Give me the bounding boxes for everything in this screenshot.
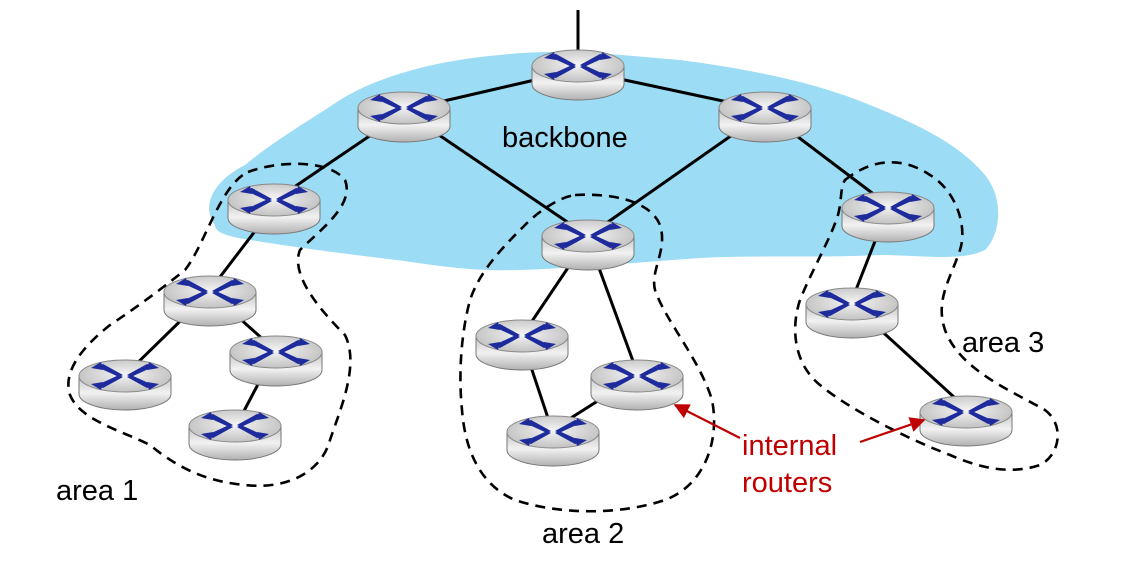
router-icon [541,219,635,271]
area-2-label: area 2 [542,518,624,550]
internal-routers-label-line2: routers [742,467,832,499]
router-icon [718,91,812,143]
backbone-label: backbone [502,122,628,154]
arrow-to-area2-router [673,404,741,439]
router-icon [841,191,935,243]
router-icon [590,359,684,411]
router-icon [227,183,321,235]
area-3-label: area 3 [962,327,1044,359]
router-icon [805,287,899,339]
router-icon [475,319,569,371]
area-1-label: area 1 [56,475,138,507]
router-icon [229,335,323,387]
router-icon [357,91,451,143]
area-3-boundary [793,161,1060,472]
router-icon [163,275,257,327]
router-icon [188,409,282,461]
arrow-to-area3-router [859,417,926,444]
internal-routers-label-line1: internal [742,430,837,462]
router-icon [78,359,172,411]
router-icon [531,49,625,101]
router-icon [506,415,600,467]
router-icon [919,395,1013,447]
